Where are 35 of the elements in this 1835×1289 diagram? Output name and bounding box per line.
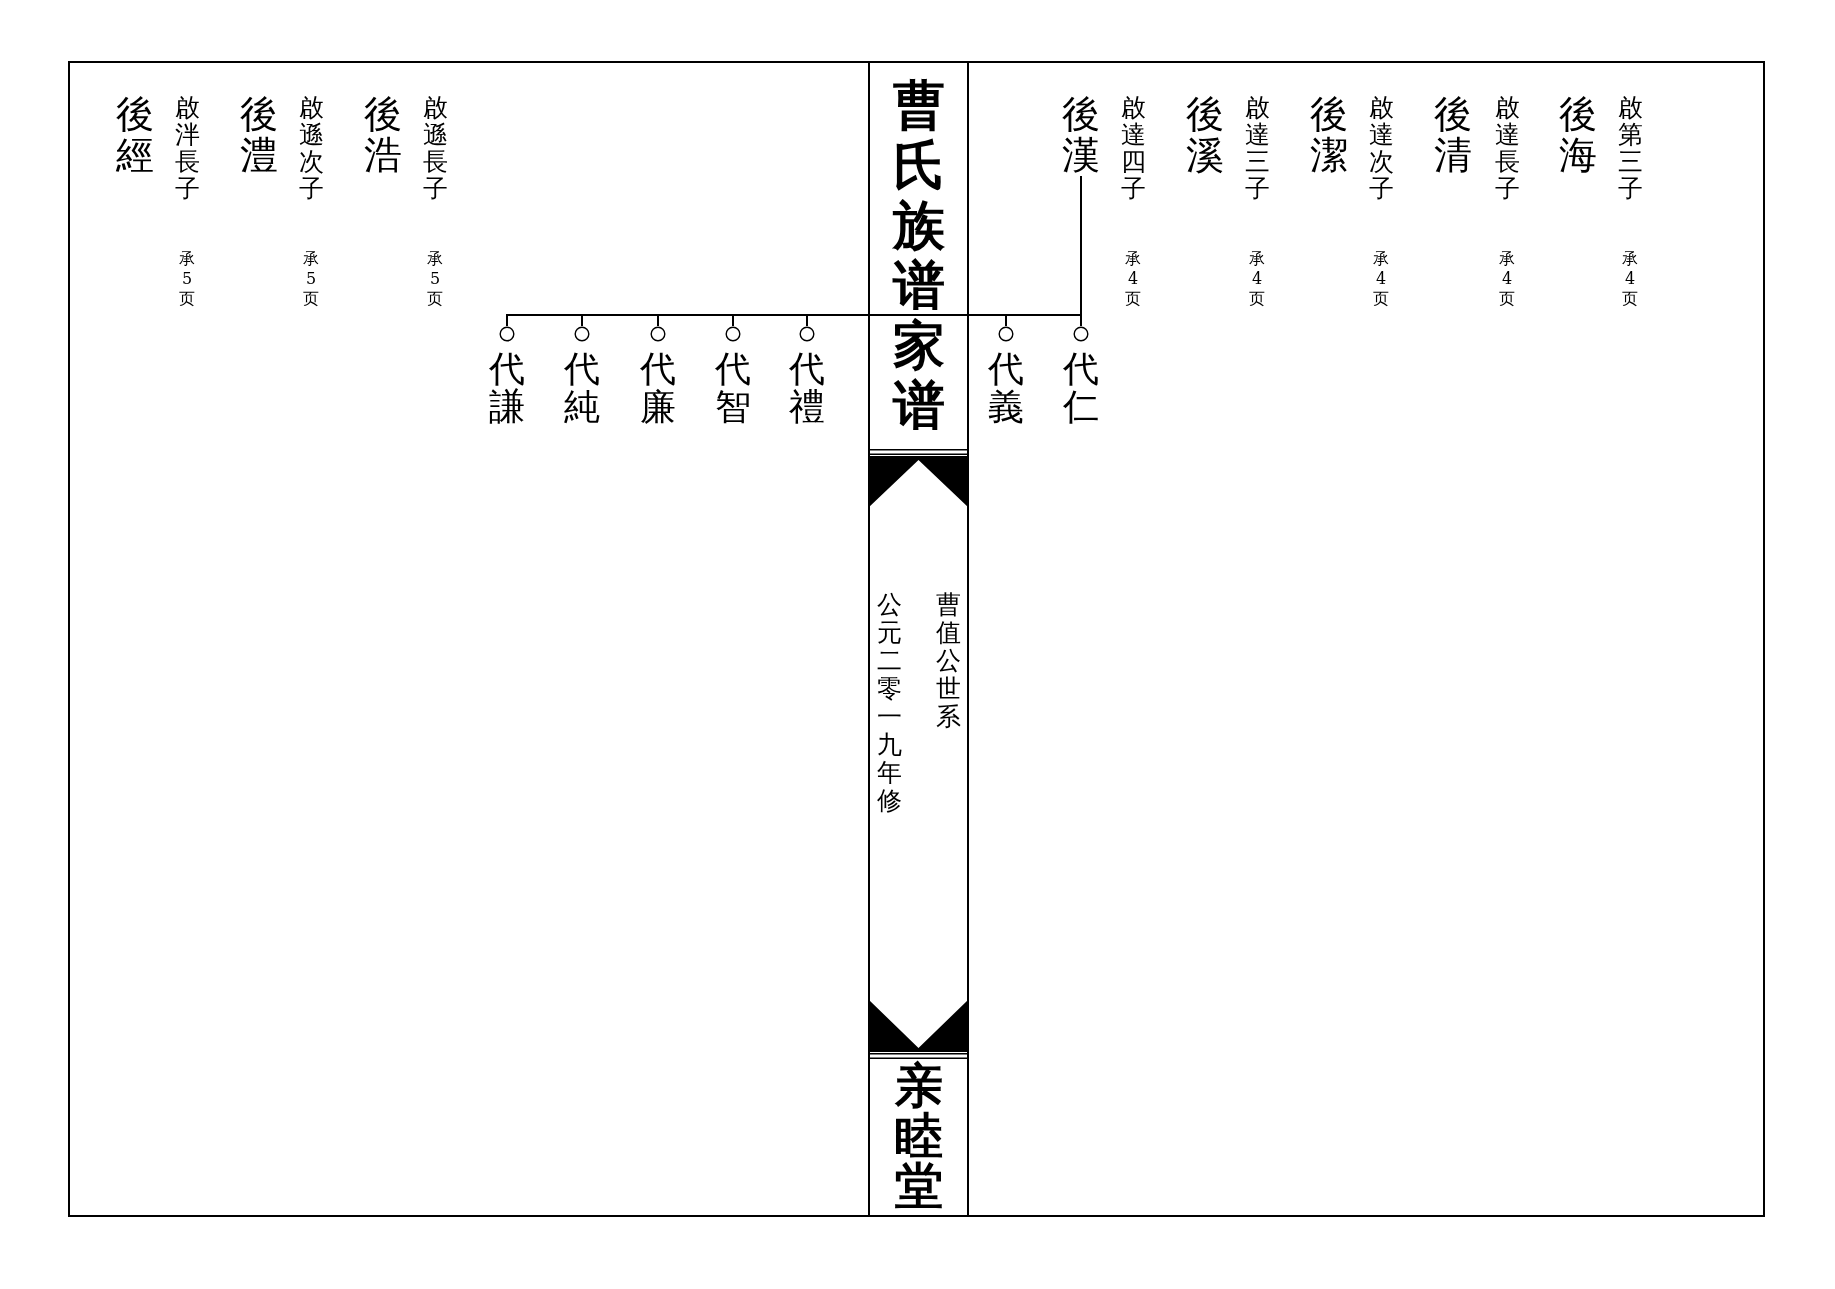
person-name: 後漢 <box>1062 94 1100 176</box>
person-name: 代禮 <box>789 350 825 426</box>
page-reference: 承5页 <box>427 249 443 309</box>
book-title: 曹氏族谱家谱 <box>893 75 945 435</box>
page-reference: 承4页 <box>1622 249 1638 309</box>
person-name: 代純 <box>564 350 600 426</box>
person-name: 後潔 <box>1310 94 1348 176</box>
page-reference: 承4页 <box>1373 249 1389 309</box>
person-name: 代謙 <box>489 350 525 426</box>
person-name: 後經 <box>116 94 154 176</box>
person-name: 代義 <box>988 350 1024 426</box>
person-name: 後浩 <box>364 94 402 176</box>
page-reference: 承5页 <box>303 249 319 309</box>
lineage-note: 啟達次子 <box>1368 94 1394 202</box>
page-reference: 承4页 <box>1499 249 1515 309</box>
lineage-note: 啟遜長子 <box>422 94 448 202</box>
person-name: 後清 <box>1434 94 1472 176</box>
lineage-note: 啟達三子 <box>1244 94 1270 202</box>
hall-name: 亲睦堂 <box>895 1060 943 1210</box>
lineage-note: 啟達長子 <box>1494 94 1520 202</box>
lineage-note: 啟遜次子 <box>298 94 324 202</box>
page-reference: 承4页 <box>1249 249 1265 309</box>
person-name: 代仁 <box>1063 350 1099 426</box>
page-reference: 承4页 <box>1125 249 1141 309</box>
person-name: 後海 <box>1559 94 1597 176</box>
lineage-note: 啟達四子 <box>1120 94 1146 202</box>
person-name: 代廉 <box>640 350 676 426</box>
lineage-title: 曹值公世系 <box>935 591 961 731</box>
lineage-note: 啟第三子 <box>1617 94 1643 202</box>
lineage-note: 啟泮長子 <box>174 94 200 202</box>
person-name: 代智 <box>715 350 751 426</box>
person-name: 後澧 <box>240 94 278 176</box>
revision-date: 公元二零一九年修 <box>876 591 902 815</box>
person-name: 後溪 <box>1186 94 1224 176</box>
page-reference: 承5页 <box>179 249 195 309</box>
